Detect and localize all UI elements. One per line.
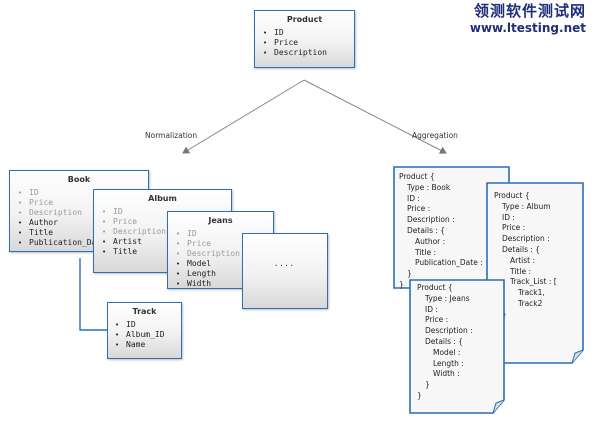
album-field: Artist [102,237,231,247]
watermark-cn: 领测软件测试网 [473,2,586,20]
doc-book-line: Title : [415,247,436,257]
jeans-field: Length [176,269,273,279]
jeans-field: ID [176,229,273,239]
doc-book-line: Publication_Date : [415,258,483,268]
normalization-label: Normalization [145,131,198,140]
doc-jeans-line: Price : [425,315,449,325]
book-field: Title [18,228,148,238]
doc-book-line: ID : [407,193,420,203]
doc-album-line: Type : Album [502,201,551,211]
book-field: Author [18,218,148,228]
doc-jeans-line: Description : [425,326,473,336]
jeans-field: Description [176,249,273,259]
album-track-link [79,258,108,331]
book-field: ID [18,188,148,198]
track-field: Name [115,340,181,350]
doc-album-line: Details : { [502,244,541,254]
album-field: Price [102,217,231,227]
book-field: Publication_Date [18,238,148,248]
watermark: 领测软件测试网 www.ltesting.net [470,2,586,36]
doc-jeans-line: } [425,380,430,390]
doc-jeans-line: Length : [433,358,464,368]
doc-book-line: Details : { [407,225,446,235]
product-field: Description [263,48,354,58]
more-box: .... [242,233,328,309]
jeans-field: Model [176,259,273,269]
doc-album-line: Title : [510,266,531,276]
doc-book-line: Type : Book [407,182,451,192]
doc-jeans-line: } [417,390,422,400]
product-field: Price [263,38,354,48]
watermark-en: www.ltesting.net [469,21,586,35]
track-box: Track IDAlbum_IDName [107,302,182,359]
doc-book-line: } [407,269,412,279]
doc-jeans-line: ID : [425,304,438,314]
doc-jeans-line: Details : { [425,336,464,346]
doc-album-line: Description : [502,234,550,244]
album-field: ID [102,207,231,217]
track-title: Track [132,307,157,316]
book-field: Description [18,208,148,218]
doc-jeans-line: Product { [417,283,453,292]
album-field: Description [102,227,231,237]
album-field: Title [102,247,231,257]
doc-album-line: Artist : [510,255,535,265]
ellipsis: .... [274,258,296,269]
aggregation-label: Aggregation [412,131,458,140]
doc-book-line: Price : [407,204,431,214]
jeans-field: Width [176,279,273,289]
doc-book-line: } [399,279,404,289]
album-title: Album [148,194,177,203]
book-title: Book [67,175,91,184]
doc-album-line: Track2 [518,298,543,308]
jeans-title: Jeans [208,216,233,225]
doc-album-line: Track1, [518,288,545,298]
doc-album-line: Price : [502,223,526,233]
product-title: Product [286,15,323,24]
track-field: ID [115,320,181,330]
doc-book-line: Description : [407,215,455,225]
product-field: ID [263,28,354,38]
doc-album-line: Track_List : [ [510,277,557,287]
book-field: Price [18,198,148,208]
doc-book-line: Author : [415,236,446,246]
aggregation-arrow [303,79,447,154]
doc-jeans-line: Model : [433,347,461,357]
product-box: Product ID Price Description [254,10,355,68]
doc-jeans-line: Width : [433,369,460,379]
doc-album-line: Product { [494,191,530,200]
track-field: Album_ID [115,330,181,340]
normalization-arrow [182,79,305,154]
doc-album-line: ID : [502,212,515,222]
doc-jeans-line: Type : Jeans [425,293,470,303]
doc-book-line: Product { [399,172,435,181]
jeans-field: Price [176,239,273,249]
